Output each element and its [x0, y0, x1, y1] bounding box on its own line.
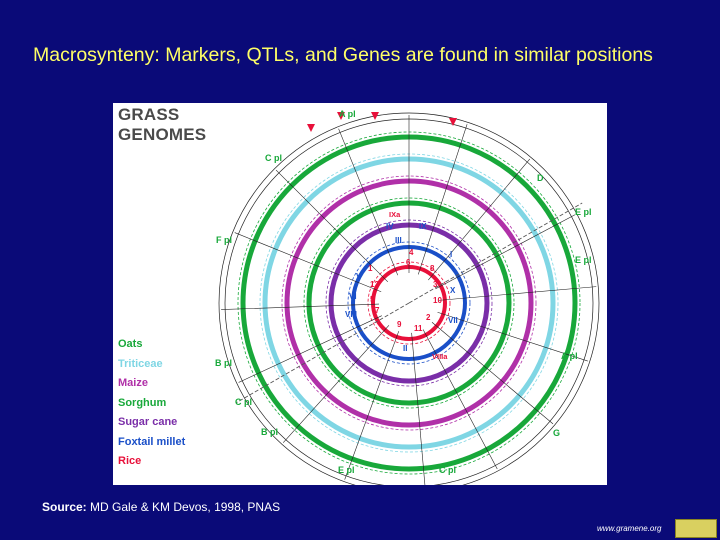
label-d: D	[537, 173, 544, 183]
roman-i: I	[450, 250, 452, 259]
roman-vi: VI	[349, 292, 357, 301]
rice-chr-6: 6	[406, 258, 411, 267]
label-c-pl: C pl	[265, 153, 282, 163]
figure-title-line1: GRASS	[118, 105, 206, 125]
roman-vii: VII	[448, 316, 458, 325]
legend-item-sorghum: Sorghum	[118, 394, 185, 414]
label-a-pl: A pl	[339, 109, 356, 119]
rice-chr-8: 8	[430, 264, 435, 273]
label-g: G	[553, 428, 560, 438]
label-b-pl-2: B pl	[261, 427, 278, 437]
label-b-pl: B pl	[215, 358, 232, 368]
label-a-pl-2: A pl	[561, 351, 578, 361]
roman-x: X	[450, 286, 456, 295]
source-label: Source:	[42, 500, 87, 514]
rice-chr-10: 10	[433, 296, 442, 305]
circle-diagram: A pl C pl D F pl E pl E pl B pl C pl A p…	[113, 103, 607, 485]
label-c-pl-2: C pl	[235, 397, 252, 407]
roman-iv: IV	[386, 222, 394, 231]
figure-title-line2: GENOMES	[118, 125, 206, 145]
roman-v: V	[356, 272, 362, 281]
website-url[interactable]: www.gramene.org	[597, 524, 661, 533]
legend-item-oats: Oats	[118, 335, 185, 355]
label-e-pl-4: C pl	[439, 465, 456, 475]
source-text: MD Gale & KM Devos, 1998, PNAS	[90, 500, 280, 514]
legend-item-triticeae: Triticeae	[118, 355, 185, 375]
rice-chr-9: 9	[397, 320, 402, 329]
rice-chr-3: 3	[433, 280, 438, 289]
label-f-pl: F pl	[216, 235, 232, 245]
gramene-logo	[675, 519, 717, 538]
rice-chr-4: 4	[409, 248, 414, 257]
rice-chr-11: 11	[414, 324, 423, 333]
marker-arrow-3	[307, 124, 315, 132]
rice-chr-5: 5	[370, 295, 375, 304]
roman-viii: VIII	[345, 310, 357, 319]
rice-chr-12: 12	[370, 280, 379, 289]
rice-chr-7: 7	[375, 306, 380, 315]
label-viiia: VIIIa	[432, 352, 448, 361]
label-e-pl: E pl	[575, 255, 592, 265]
rice-chr-2: 2	[426, 313, 431, 322]
roman-ii: II	[403, 344, 407, 353]
marker-arrow-0	[371, 112, 379, 120]
source-citation: Source: MD Gale & KM Devos, 1998, PNAS	[42, 500, 280, 514]
roman-iii: III	[395, 236, 402, 245]
figure-title: GRASS GENOMES	[118, 105, 206, 145]
rice-chr-1: 1	[368, 264, 373, 273]
legend-item-foxtail-millet: Foxtail millet	[118, 433, 185, 453]
slide-title: Macrosynteny: Markers, QTLs, and Genes a…	[33, 42, 703, 68]
label-f-pl-2: E pl	[575, 207, 592, 217]
label-ixa: IXa	[389, 210, 401, 219]
legend-item-sugar-cane: Sugar cane	[118, 413, 185, 433]
roman-ix: IX	[419, 222, 427, 231]
label-e-pl-3: E pl	[338, 465, 355, 475]
legend-item-rice: Rice	[118, 452, 185, 472]
legend-item-maize: Maize	[118, 374, 185, 394]
grass-genomes-figure: A pl C pl D F pl E pl E pl B pl C pl A p…	[113, 103, 607, 485]
